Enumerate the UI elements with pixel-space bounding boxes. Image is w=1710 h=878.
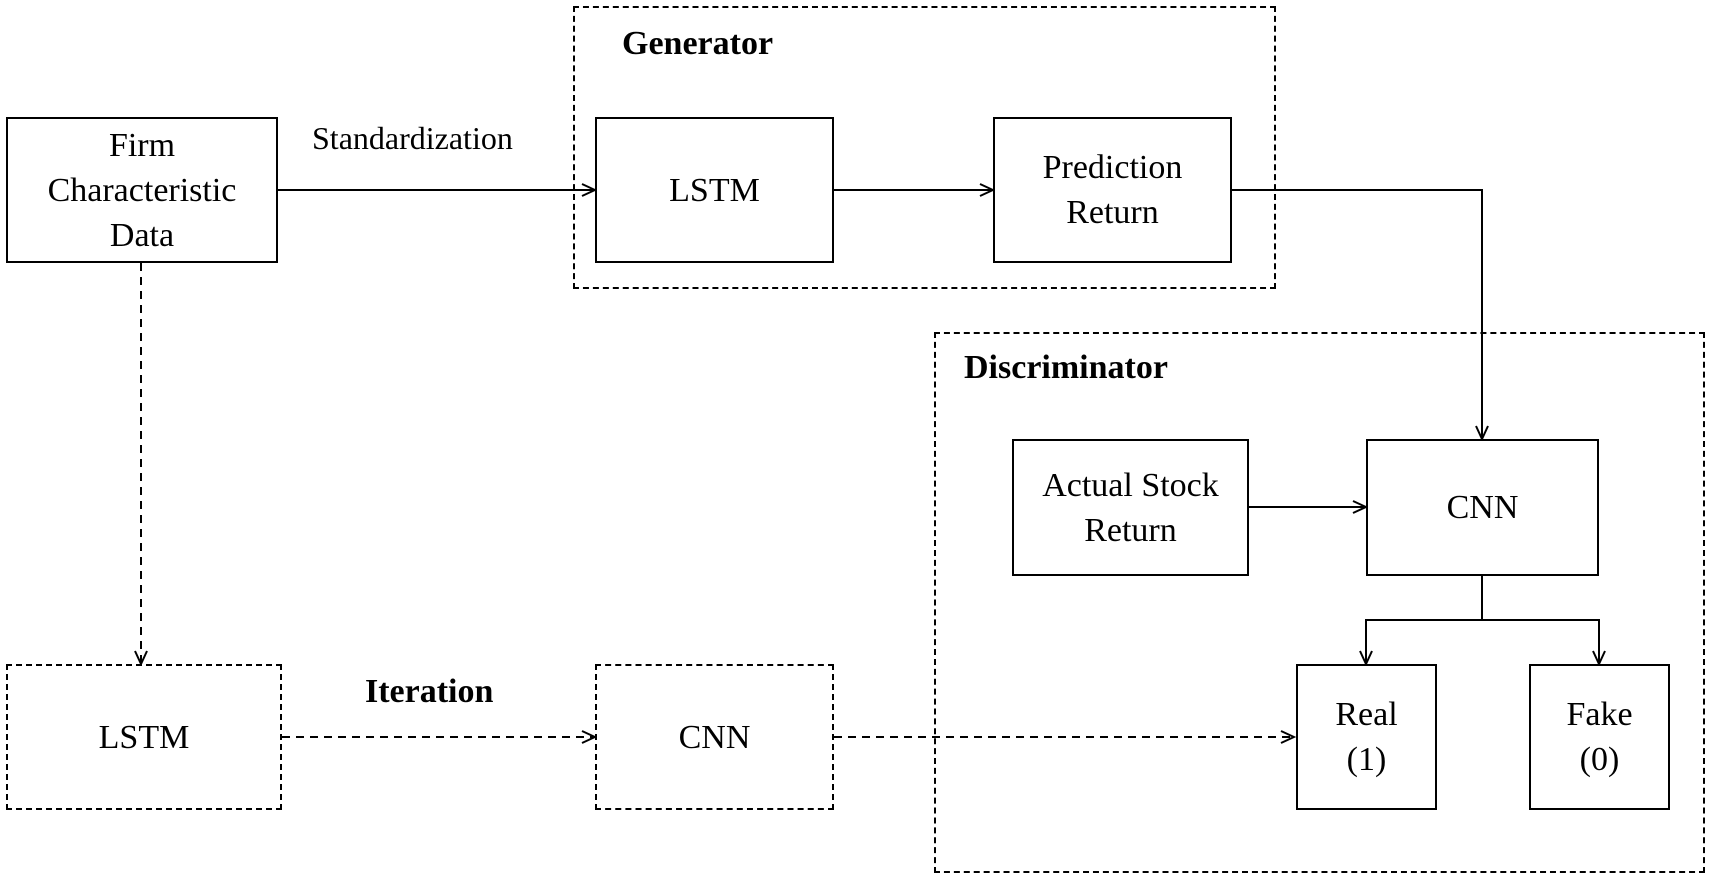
actual-stock-return-node: Actual Stock Return bbox=[1012, 439, 1249, 576]
firm-data-line-2: Characteristic bbox=[47, 171, 237, 209]
discriminator-cnn-node: CNN bbox=[1366, 439, 1599, 576]
fake-node: Fake (0) bbox=[1529, 664, 1670, 810]
standardization-label: Standardization bbox=[312, 120, 513, 156]
iteration-cnn-label: CNN bbox=[678, 718, 751, 756]
iteration-lstm-label: LSTM bbox=[98, 718, 190, 756]
discriminator-cnn-label: CNN bbox=[1446, 489, 1519, 526]
real-node: Real (1) bbox=[1296, 664, 1437, 810]
generator-lstm-label: LSTM bbox=[669, 171, 760, 209]
fake-line-1: Fake bbox=[1566, 696, 1633, 733]
actual-stock-return-line-2: Return bbox=[1084, 511, 1177, 549]
discriminator-group bbox=[934, 332, 1705, 873]
iteration-lstm-node: LSTM bbox=[6, 664, 282, 810]
generator-label: Generator bbox=[622, 25, 774, 62]
firm-characteristic-data-node: Firm Characteristic Data bbox=[6, 117, 278, 263]
firm-data-line-3: Data bbox=[109, 216, 175, 254]
iteration-label: Iteration bbox=[365, 673, 494, 710]
discriminator-label: Discriminator bbox=[964, 349, 1168, 386]
firm-data-line-1: Firm bbox=[108, 126, 176, 164]
edge-split-to-real bbox=[1366, 619, 1482, 664]
actual-stock-return-line-1: Actual Stock bbox=[1042, 466, 1219, 504]
edge-split-to-fake bbox=[1482, 619, 1599, 664]
prediction-return-node: Prediction Return bbox=[993, 117, 1232, 263]
iteration-cnn-node: CNN bbox=[595, 664, 834, 810]
fake-line-2: (0) bbox=[1579, 741, 1620, 778]
real-line-2: (1) bbox=[1346, 741, 1387, 778]
prediction-return-line-2: Return bbox=[1066, 194, 1159, 231]
real-line-1: Real bbox=[1335, 696, 1398, 733]
generator-lstm-node: LSTM bbox=[595, 117, 834, 263]
generator-group bbox=[573, 6, 1276, 289]
edge-prediction-to-cnn bbox=[1232, 189, 1482, 439]
prediction-return-line-1: Prediction bbox=[1042, 149, 1183, 186]
